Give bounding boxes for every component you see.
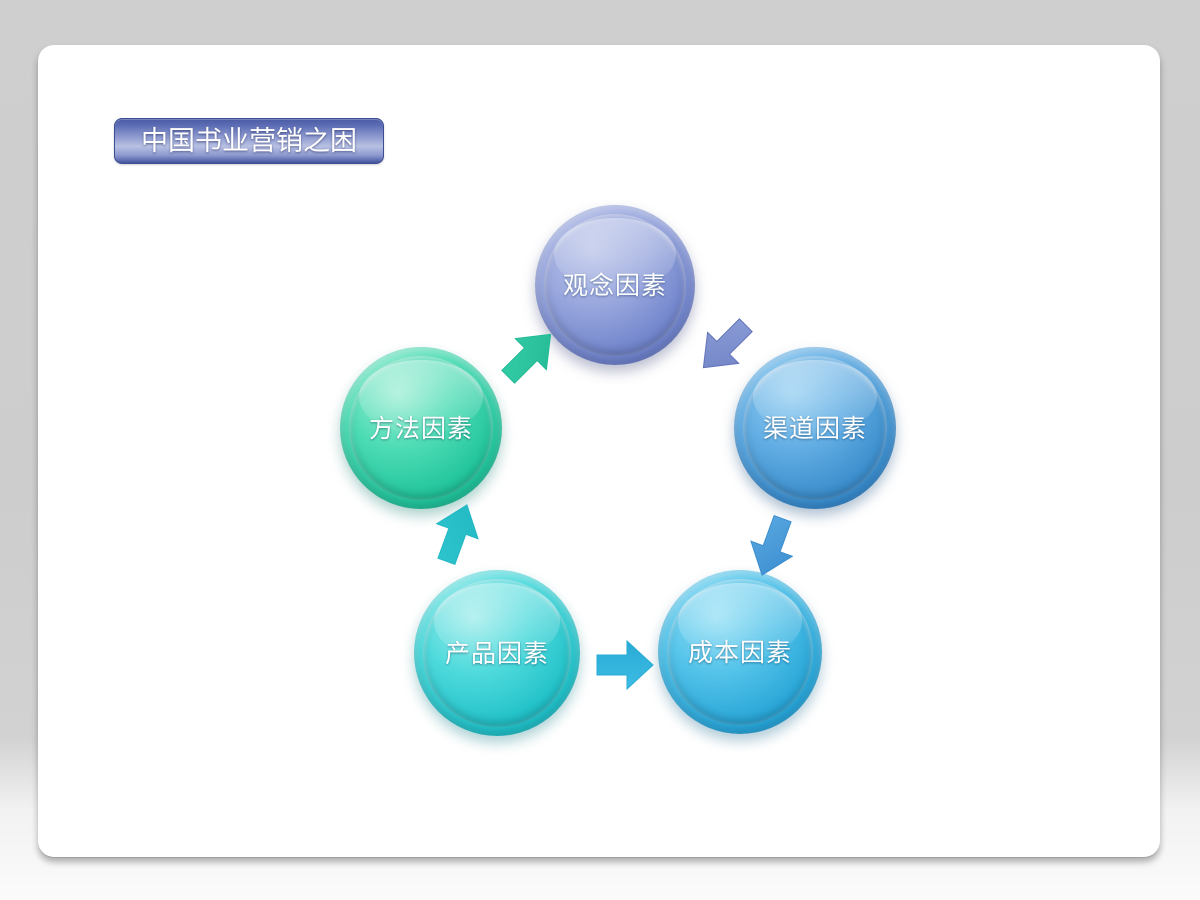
node-channel[interactable]: 渠道因素 (734, 347, 896, 509)
node-cost[interactable]: 成本因素 (658, 570, 822, 734)
arrow-channel-to-cost (733, 505, 813, 585)
slide-title-badge: 中国书业营销之困 (114, 118, 384, 164)
page-title: 中国书业营销之困 (141, 125, 357, 157)
node-method[interactable]: 方法因素 (340, 347, 502, 509)
presentation-slide: 中国书业营销之困 (38, 45, 1160, 857)
node-concept[interactable]: 观念因素 (535, 205, 695, 365)
arrow-cost-to-product (583, 625, 663, 705)
cycle-diagram: 观念因素 渠道因素 成本因素 产品因素 方法因素 (38, 45, 1160, 857)
node-channel-label: 渠道因素 (762, 413, 867, 443)
node-cost-label: 成本因素 (687, 637, 792, 667)
node-concept-label: 观念因素 (562, 270, 667, 300)
node-product-label: 产品因素 (444, 638, 549, 668)
node-product[interactable]: 产品因素 (414, 570, 580, 736)
arrow-concept-to-channel (686, 305, 766, 385)
arrow-method-to-concept (488, 317, 568, 397)
node-method-label: 方法因素 (368, 413, 473, 443)
arrow-product-to-method (416, 495, 496, 575)
